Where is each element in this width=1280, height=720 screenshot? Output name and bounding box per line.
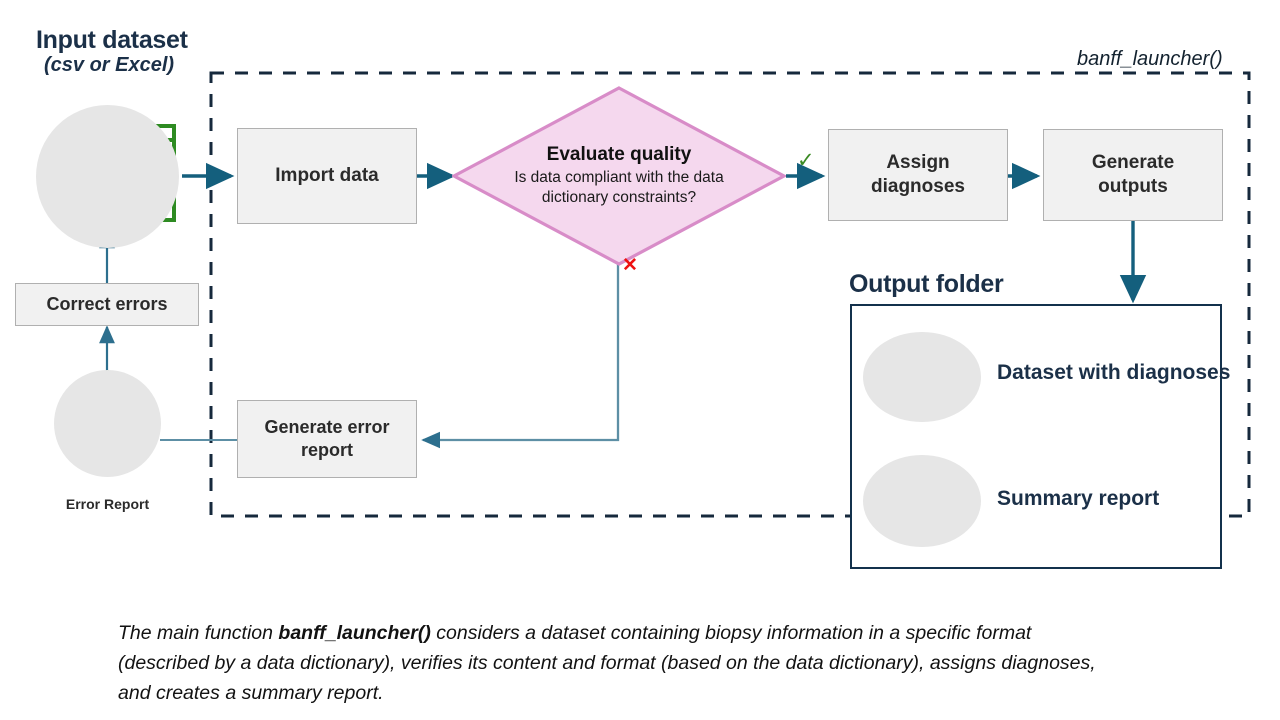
no-branch-cross-icon: ✕ [622,255,638,276]
step-assign-diagnoses-label-line1: Assign [886,151,950,173]
input-dataset-title: Input dataset [36,26,188,54]
figure-caption: The main function banff_launcher() consi… [118,618,1118,709]
step-generate-outputs-label-line1: Generate [1091,151,1175,173]
dataset-with-diagnoses-icon-circle [863,332,981,422]
decision-evaluate-quality[interactable]: Evaluate quality Is data compliant with … [452,86,786,266]
yes-branch-check-icon: ✓ [797,149,815,172]
step-generate-error-report[interactable]: Generate error report [237,400,417,478]
caption-part-2: considers a dataset containing biopsy in… [118,622,1096,705]
step-correct-errors[interactable]: Correct errors [15,283,199,326]
error-report-label: Error Report [65,496,150,512]
step-import-data-label: Import data [275,164,379,186]
output-folder-title: Output folder [849,270,1004,298]
output-item-summary-label: Summary report [997,487,1160,510]
decision-diamond-shape [452,86,786,266]
banff-launcher-boundary [209,71,1251,518]
step-generate-error-report-label-line1: Generate error [264,416,390,437]
summary-report-icon-circle [863,455,981,547]
step-assign-diagnoses[interactable]: Assign diagnoses [828,129,1008,221]
step-generate-error-report-label-line2: report [300,440,353,460]
arrow-decision-no-to-error-report [421,222,620,449]
input-dataset-subtitle: (csv or Excel) [44,54,175,76]
banff-launcher-label: banff_launcher() [1077,48,1223,70]
input-dataset-icon-circle [36,105,179,248]
caption-part-1: The main function [118,622,279,644]
error-report-icon-circle [54,370,161,477]
output-item-dataset-label: Dataset with diagnoses [997,361,1231,384]
step-generate-outputs-label-line2: outputs [1098,176,1168,197]
step-import-data[interactable]: Import data [237,128,417,224]
step-correct-errors-label: Correct errors [46,293,168,314]
caption-bold-function: banff_launcher() [278,622,431,644]
step-generate-outputs[interactable]: Generate outputs [1043,129,1223,221]
step-assign-diagnoses-label-line2: diagnoses [871,176,965,197]
